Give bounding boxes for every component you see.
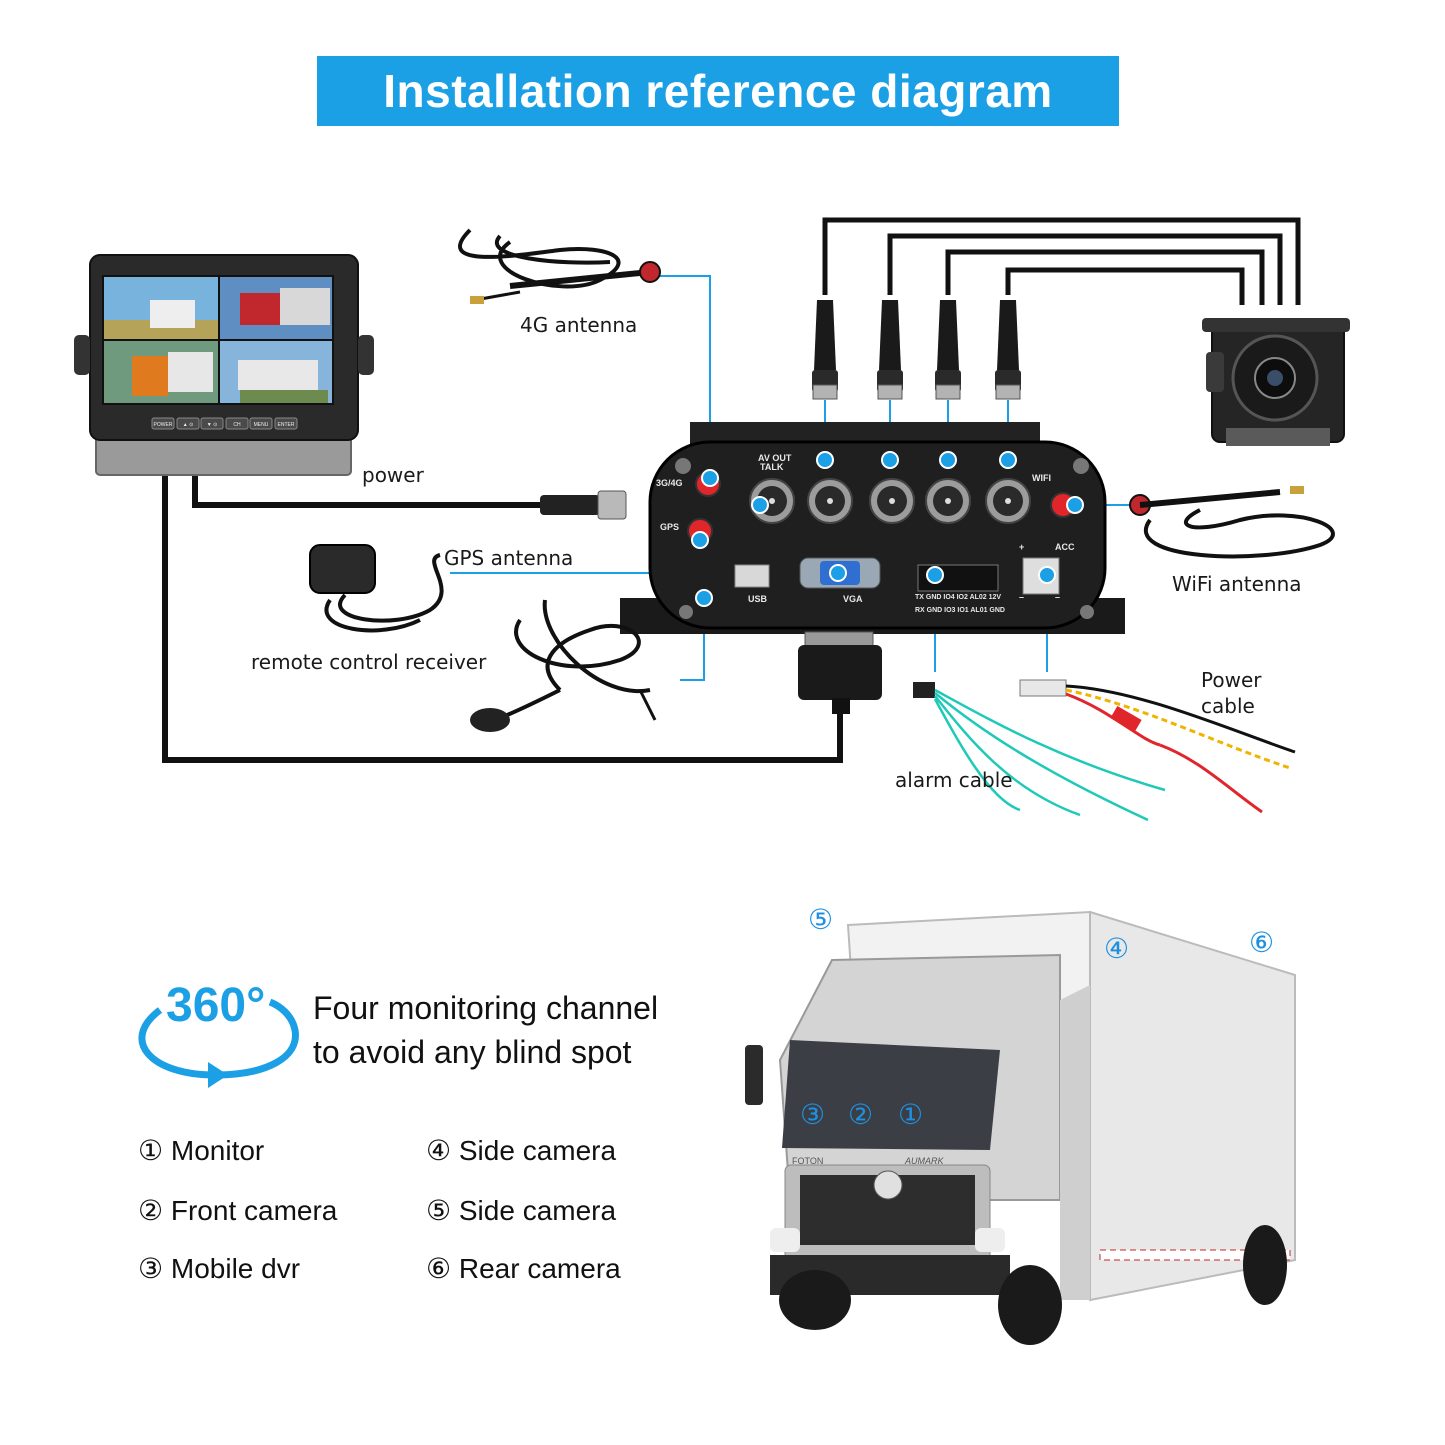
callout-dot (701, 469, 719, 487)
monitor-power-cable (192, 470, 545, 508)
callout-dot (816, 451, 834, 469)
av-port (807, 478, 853, 524)
legend-rear-camera: ⑥ Rear camera (426, 1253, 621, 1284)
callout-dot (1066, 496, 1084, 514)
port-label-gps: GPS (660, 522, 680, 532)
remote-receiver (470, 599, 657, 732)
truck-brand-text: FOTON (792, 1156, 824, 1166)
callout-dot (1038, 566, 1056, 584)
monitor-button-label: ENTER (278, 422, 295, 428)
port-label-acc: ACC (1055, 542, 1075, 552)
callout-dot (881, 451, 899, 469)
monitor-button-label: ▼ ⊙ (207, 422, 218, 428)
label-power-cable-line2: cable (1201, 694, 1255, 718)
monitor-button-label: POWER (154, 422, 173, 428)
monitor-button: ▼ ⊙ (200, 417, 224, 430)
port-label-talk: TALK (760, 462, 784, 472)
truck-marker-4: ④ (1104, 932, 1130, 965)
port-label-usb: USB (748, 594, 768, 604)
dvr-callout-dots (691, 451, 1084, 607)
label-remote-control-receiver: remote control receiver (251, 650, 487, 674)
callout-dot (999, 451, 1017, 469)
wifi-antenna (1129, 486, 1335, 559)
monitor-power-plug (540, 490, 627, 520)
monitor-button: CH (225, 417, 249, 430)
monitor-button: POWER (151, 417, 175, 430)
label-gps-antenna: GPS antenna (444, 546, 574, 570)
vga-plug (798, 631, 882, 714)
label-4g-antenna: 4G antenna (520, 313, 638, 337)
alarm-cable (913, 682, 1166, 822)
port-label-av-out: AV OUT (758, 453, 792, 463)
legend-mobile-dvr: ③ Mobile dvr (138, 1253, 301, 1284)
mobile-dvr (620, 422, 1125, 634)
camera-connector (812, 300, 838, 400)
rear-camera (1202, 318, 1350, 446)
port-label-io-row1: TX GND IO4 IO2 AL02 12V (915, 594, 1002, 601)
gps-antenna (309, 544, 444, 633)
monitor-button: ▲ ⊙ (176, 417, 200, 430)
monitor-button-row: POWER ▲ ⊙ ▼ ⊙ CH MENU ENTER (151, 417, 298, 430)
rotate-360-icon (138, 998, 299, 1088)
camera-connector (995, 300, 1021, 400)
port-label-vga: VGA (843, 594, 863, 604)
callout-dot (691, 531, 709, 549)
camera-connectors (812, 300, 1021, 400)
callout-dot (751, 496, 769, 514)
legend-monitor: ① Monitor (138, 1135, 265, 1166)
antenna-4g (458, 228, 661, 304)
label-power-cable-line1: Power (1201, 668, 1262, 692)
truck-marker-3: ③ (800, 1098, 826, 1131)
label-wifi-antenna: WiFi antenna (1172, 572, 1302, 596)
monitor-button-label: ▲ ⊙ (183, 422, 194, 428)
port-label-3g4g: 3G/4G (656, 478, 683, 488)
truck-marker-2: ② (848, 1098, 874, 1131)
monitor-button: MENU (249, 417, 273, 430)
power-cable (1019, 679, 1296, 814)
callout-dot (695, 589, 713, 607)
port-label-wifi: WIFI (1032, 473, 1051, 483)
truck (745, 910, 1296, 1345)
legend-front-camera: ② Front camera (138, 1195, 338, 1226)
legend-side-camera-4: ④ Side camera (426, 1135, 617, 1166)
callout-dot (939, 451, 957, 469)
av-port (869, 478, 915, 524)
tagline-line1: Four monitoring channel (313, 990, 659, 1026)
truck-model-text: AUMARK (905, 1156, 944, 1166)
monitor-button-label: CH (233, 422, 241, 428)
tagline-line2: to avoid any blind spot (313, 1034, 632, 1070)
port-label-io-row2: RX GND IO3 IO1 AL01 GND (915, 607, 1005, 614)
page-title: Installation reference diagram (383, 65, 1053, 117)
legend-side-camera-5: ⑤ Side camera (426, 1195, 617, 1226)
truck-marker-1: ① (898, 1098, 924, 1131)
monitor: POWER ▲ ⊙ ▼ ⊙ CH MENU ENTER (74, 254, 374, 476)
monitor-button: ENTER (274, 417, 298, 430)
label-360: 360° (166, 979, 266, 1032)
truck-marker-5: ⑤ (808, 903, 834, 936)
label-alarm-cable: alarm cable (895, 768, 1013, 792)
truck-marker-6: ⑥ (1249, 926, 1275, 959)
av-port (985, 478, 1031, 524)
monitor-button-label: MENU (254, 422, 269, 428)
monitor-vga-cable (162, 470, 843, 763)
video-cables (822, 217, 1301, 305)
camera-connector (935, 300, 961, 400)
title-banner: Installation reference diagram (317, 56, 1119, 126)
av-port (925, 478, 971, 524)
port-label-minus-left: – (1019, 592, 1025, 602)
label-power: power (362, 463, 424, 487)
port-label-minus-right: – (1055, 592, 1061, 602)
callout-dot (926, 566, 944, 584)
port-label-plus: + (1019, 542, 1025, 552)
camera-connector (877, 300, 903, 400)
callout-dot (829, 564, 847, 582)
